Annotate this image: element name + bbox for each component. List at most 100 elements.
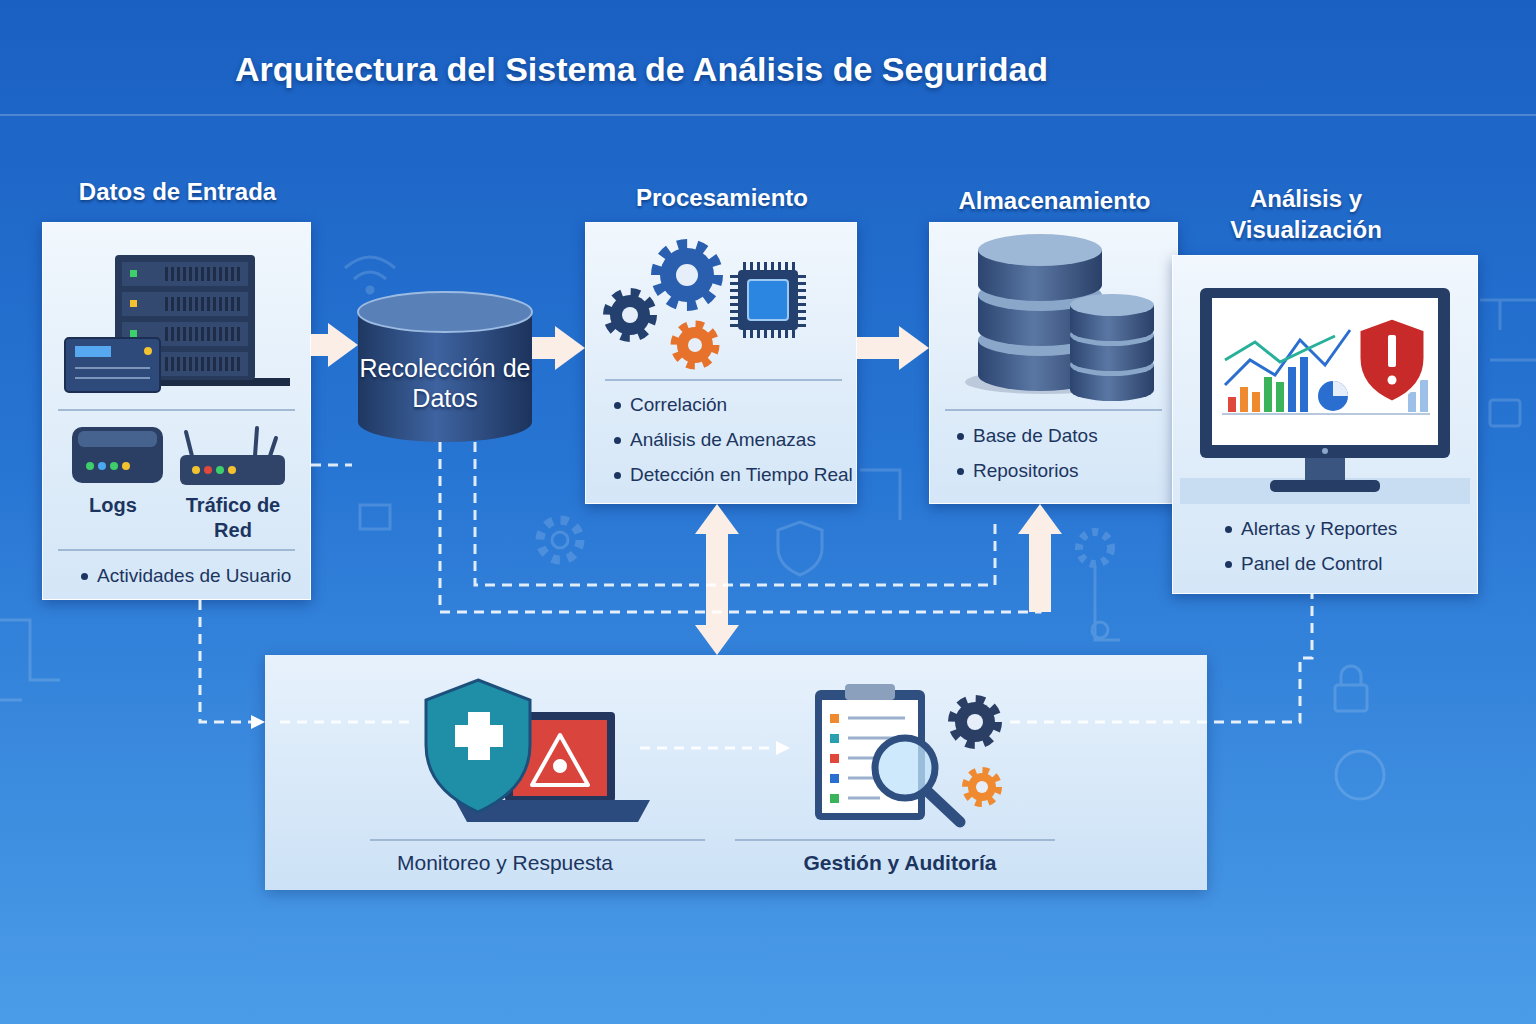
security-icon bbox=[455, 800, 650, 822]
gear-icon bbox=[660, 248, 714, 302]
server-icon bbox=[130, 330, 137, 337]
router-icon bbox=[72, 427, 285, 485]
node-label: Recolección de Datos bbox=[358, 353, 532, 413]
background-icons bbox=[0, 699, 22, 702]
chip-icon bbox=[738, 270, 798, 330]
monitor-icon bbox=[1225, 330, 1350, 385]
server-icon bbox=[122, 292, 248, 316]
chip-icon bbox=[730, 275, 738, 327]
arrow-shaft bbox=[1029, 534, 1051, 612]
background-icons bbox=[1490, 359, 1536, 362]
server-icon bbox=[165, 274, 240, 364]
separator-line bbox=[735, 839, 1055, 841]
server-icon bbox=[75, 346, 111, 357]
audit-area: Gestión y Auditoría bbox=[790, 660, 1010, 885]
audit-icon bbox=[848, 717, 905, 720]
audit-icon bbox=[830, 714, 839, 723]
audit-icon bbox=[967, 714, 983, 730]
background-icons bbox=[1336, 751, 1384, 799]
node-label: Monitoreo y Respuesta bbox=[370, 850, 640, 876]
audit-icon bbox=[830, 734, 839, 743]
background-icons bbox=[1341, 666, 1361, 685]
monitor-icon bbox=[1228, 397, 1236, 412]
database-icon bbox=[978, 324, 1102, 356]
router-icon bbox=[186, 428, 276, 456]
dashed-wire bbox=[475, 442, 995, 585]
dashed-connector bbox=[440, 442, 1040, 612]
audit-icon bbox=[822, 700, 918, 813]
gear-icon bbox=[608, 293, 652, 337]
audit-icon bbox=[830, 774, 839, 783]
audit-icon bbox=[848, 737, 905, 740]
bullet-dot bbox=[957, 433, 964, 440]
security-icon bbox=[455, 725, 503, 747]
router-icon bbox=[204, 466, 212, 474]
router-icon bbox=[216, 466, 224, 474]
background-icons bbox=[0, 620, 60, 680]
database-icon bbox=[1070, 305, 1154, 341]
monitor-icon bbox=[1252, 392, 1260, 412]
monitor-icon bbox=[1200, 288, 1450, 458]
bullet-dot bbox=[1225, 561, 1232, 568]
background-icons bbox=[552, 532, 568, 548]
database-icon bbox=[965, 370, 1125, 394]
monitor-icon bbox=[1264, 377, 1272, 412]
bullet-dot bbox=[81, 573, 88, 580]
processing-panel: ProcesamientoCorrelaciónAnálisis de Amen… bbox=[585, 222, 857, 504]
collection-cylinder: Recolección de Datos bbox=[358, 292, 532, 442]
panel-heading: Datos de Entrada bbox=[33, 176, 322, 207]
icon-label: Logs bbox=[63, 493, 163, 518]
audit-icon bbox=[848, 797, 880, 800]
monitor-icon bbox=[1318, 381, 1348, 411]
gear-icon bbox=[688, 338, 702, 352]
database-icon bbox=[1070, 324, 1154, 346]
bullet-item: Actividades de Usuario bbox=[81, 564, 291, 588]
router-icon bbox=[186, 432, 192, 456]
server-icon bbox=[130, 360, 137, 367]
background-icons bbox=[860, 470, 900, 520]
monitor-icon bbox=[1388, 376, 1397, 385]
background-icons bbox=[1092, 622, 1108, 638]
flow-arrow bbox=[857, 337, 899, 359]
separator-line bbox=[58, 549, 295, 551]
gear-icon bbox=[657, 245, 717, 305]
storage-panel: AlmacenamientoBase de DatosRepositorios bbox=[929, 222, 1178, 504]
bullet-item: Panel de Control bbox=[1225, 552, 1383, 576]
dashed-wire bbox=[311, 464, 352, 467]
analysis-panel: Análisis y VisualizaciónAlertas y Report… bbox=[1172, 255, 1478, 594]
bullet-item: Análisis de Amenazas bbox=[614, 428, 816, 452]
monitor-icon bbox=[1270, 480, 1380, 492]
monitor-icon bbox=[1225, 336, 1335, 362]
router-icon bbox=[228, 466, 236, 474]
database-icon bbox=[978, 295, 1102, 346]
audit-icon bbox=[848, 718, 905, 798]
audit-icon bbox=[926, 790, 960, 822]
router-icon bbox=[110, 462, 118, 470]
database-icon bbox=[965, 234, 1154, 401]
monitor-icon bbox=[1300, 357, 1308, 412]
chip-icon bbox=[743, 262, 795, 270]
server-icon bbox=[122, 262, 248, 286]
panel-heading: Almacenamiento bbox=[920, 185, 1189, 216]
database-icon bbox=[1070, 365, 1154, 401]
database-icon bbox=[1070, 294, 1154, 316]
icon-label: Tráfico de Red bbox=[173, 493, 293, 543]
database-icon bbox=[978, 250, 1102, 301]
gear-icon bbox=[676, 264, 698, 286]
router-icon bbox=[122, 462, 130, 470]
separator-line bbox=[58, 380, 1162, 840]
input-panel: Datos de EntradaLogsTráfico de RedActivi… bbox=[42, 222, 311, 600]
cylinder-top bbox=[358, 292, 532, 332]
header-divider bbox=[0, 114, 1536, 116]
bullet-item: Alertas y Reportes bbox=[1225, 517, 1397, 541]
background-icons bbox=[540, 520, 580, 560]
audit-icon bbox=[815, 684, 998, 822]
chip-icon bbox=[734, 266, 802, 334]
audit-icon bbox=[845, 684, 895, 700]
audit-icon bbox=[848, 777, 875, 780]
server-icon bbox=[65, 255, 290, 392]
background-icons bbox=[360, 505, 390, 529]
flow-arrow bbox=[706, 534, 728, 625]
dashed-connector bbox=[200, 600, 251, 722]
server-icon bbox=[65, 338, 160, 392]
